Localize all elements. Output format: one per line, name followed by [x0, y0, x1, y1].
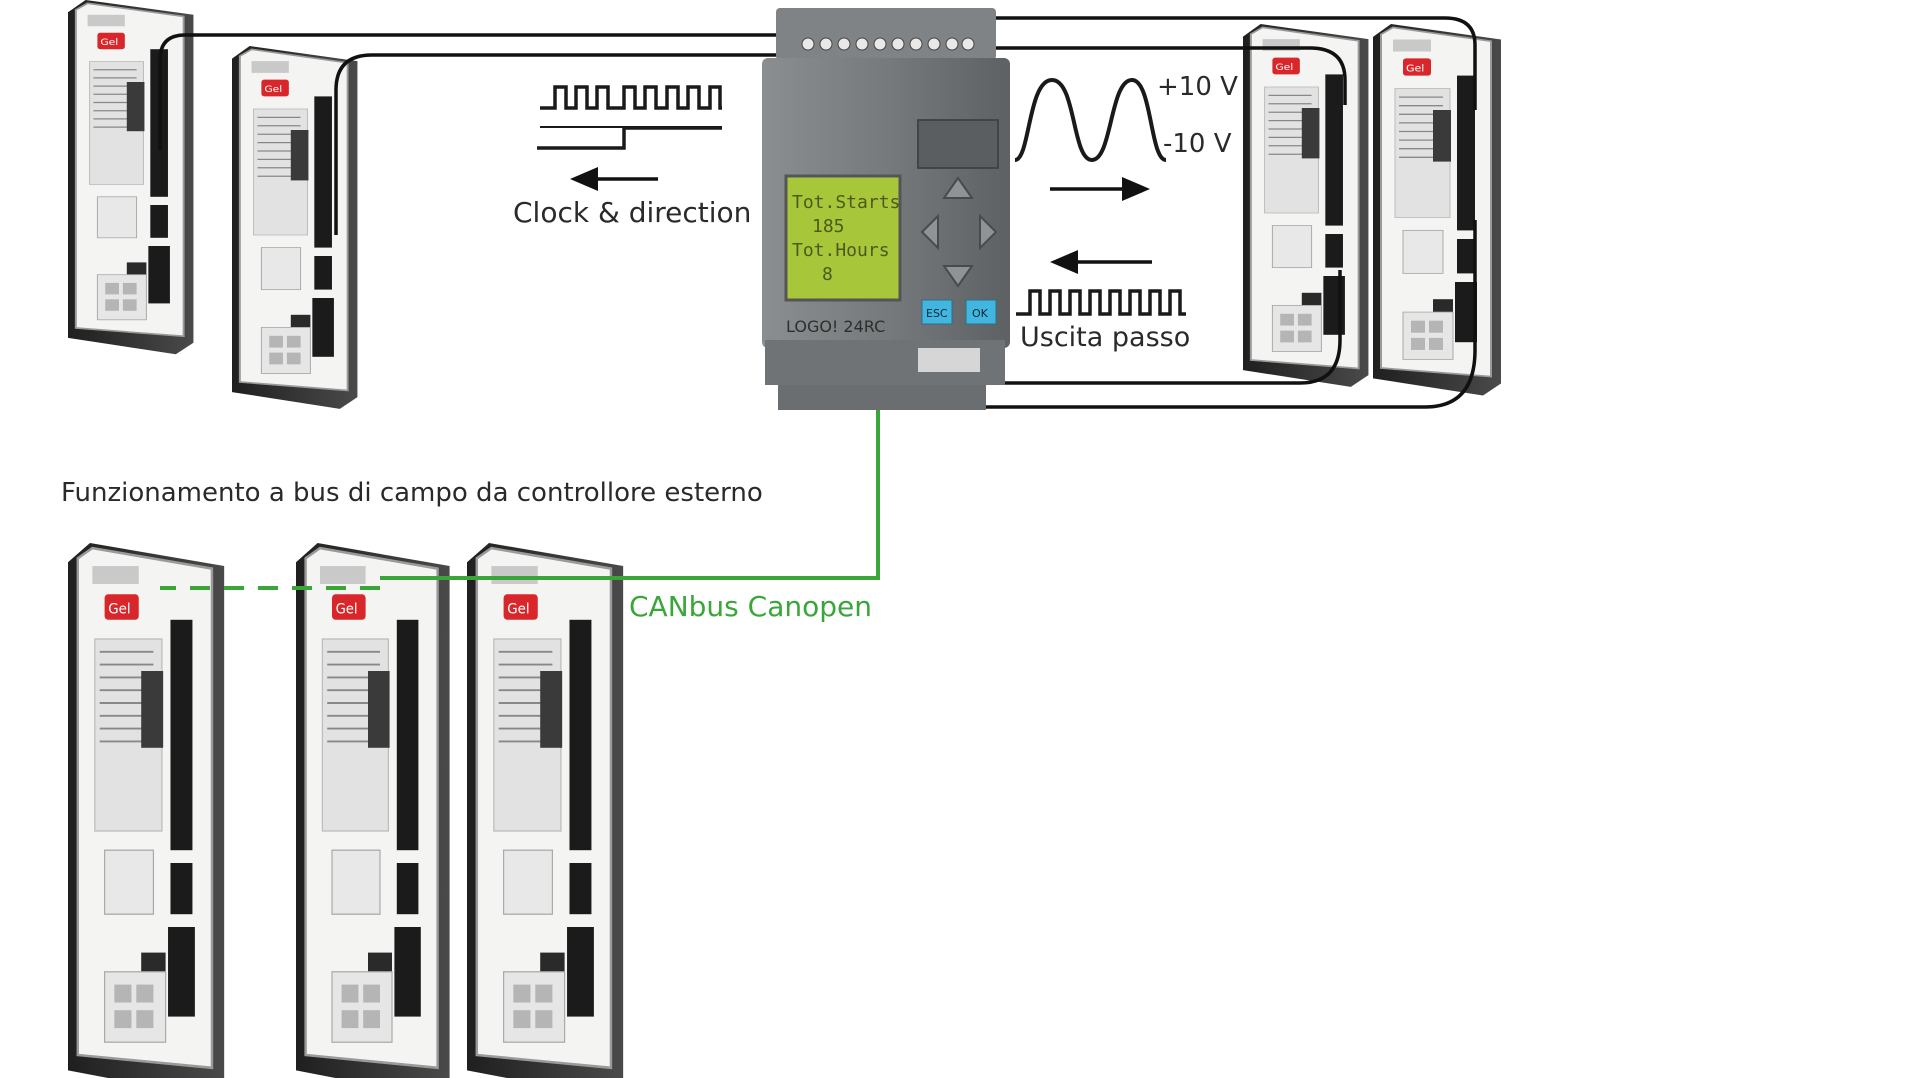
- canbus-wires: [160, 410, 880, 590]
- stepper-drive-top-left-2: [231, 45, 359, 410]
- arrow-right-icon: [1050, 177, 1150, 201]
- arrow-right-key-icon: [979, 213, 998, 251]
- fieldbus-caption: Funzionamento a bus di campo da controll…: [61, 478, 763, 508]
- esc-key-label: ESC: [926, 307, 948, 320]
- stepper-drive-top-left-1: [67, 0, 195, 356]
- arrow-left-icon: [570, 167, 658, 191]
- canbus-label: CANbus Canopen: [629, 590, 872, 623]
- stepper-drive-top-right-1: [1242, 23, 1370, 388]
- signal-wires: [158, 16, 1477, 409]
- step-output-waveform: [1016, 289, 1186, 316]
- arrow-left-key-icon: [920, 213, 939, 251]
- plc-brand-label: LOGO! 24RC: [786, 317, 885, 336]
- stepper-drive-bottom-1: [66, 541, 226, 1078]
- arrow-up-key-icon: [942, 176, 974, 199]
- arrow-down-key-icon: [942, 265, 974, 288]
- plc-screen-line: 185: [812, 216, 845, 237]
- plc-lcd-screen: [784, 174, 902, 302]
- ok-key: [965, 299, 997, 325]
- plc-screen-line: Tot.Starts: [792, 192, 900, 213]
- plc-screen-line: 8: [822, 264, 833, 285]
- stepper-drive-top-right-2: [1372, 23, 1502, 397]
- ok-key-label: OK: [972, 307, 989, 320]
- minus-10v-label: -10 V: [1163, 129, 1232, 159]
- uscita-passo-label: Uscita passo: [1020, 322, 1191, 353]
- arrow-left-icon: [1050, 250, 1152, 274]
- stepper-drive-bottom-3: [465, 541, 625, 1078]
- stepper-drive-bottom-2: [294, 541, 451, 1078]
- esc-key: [921, 299, 953, 325]
- clock-direction-label: Clock & direction: [513, 196, 752, 229]
- plc-screen-line: Tot.Hours: [792, 240, 890, 261]
- plus-10v-label: +10 V: [1157, 72, 1238, 102]
- analog-sine-waveform: [1014, 77, 1167, 163]
- plc-controller: Tot.Starts 185 Tot.Hours 8 ESC OK LOGO! …: [762, 8, 1010, 410]
- clock-direction-waveforms: [537, 85, 722, 150]
